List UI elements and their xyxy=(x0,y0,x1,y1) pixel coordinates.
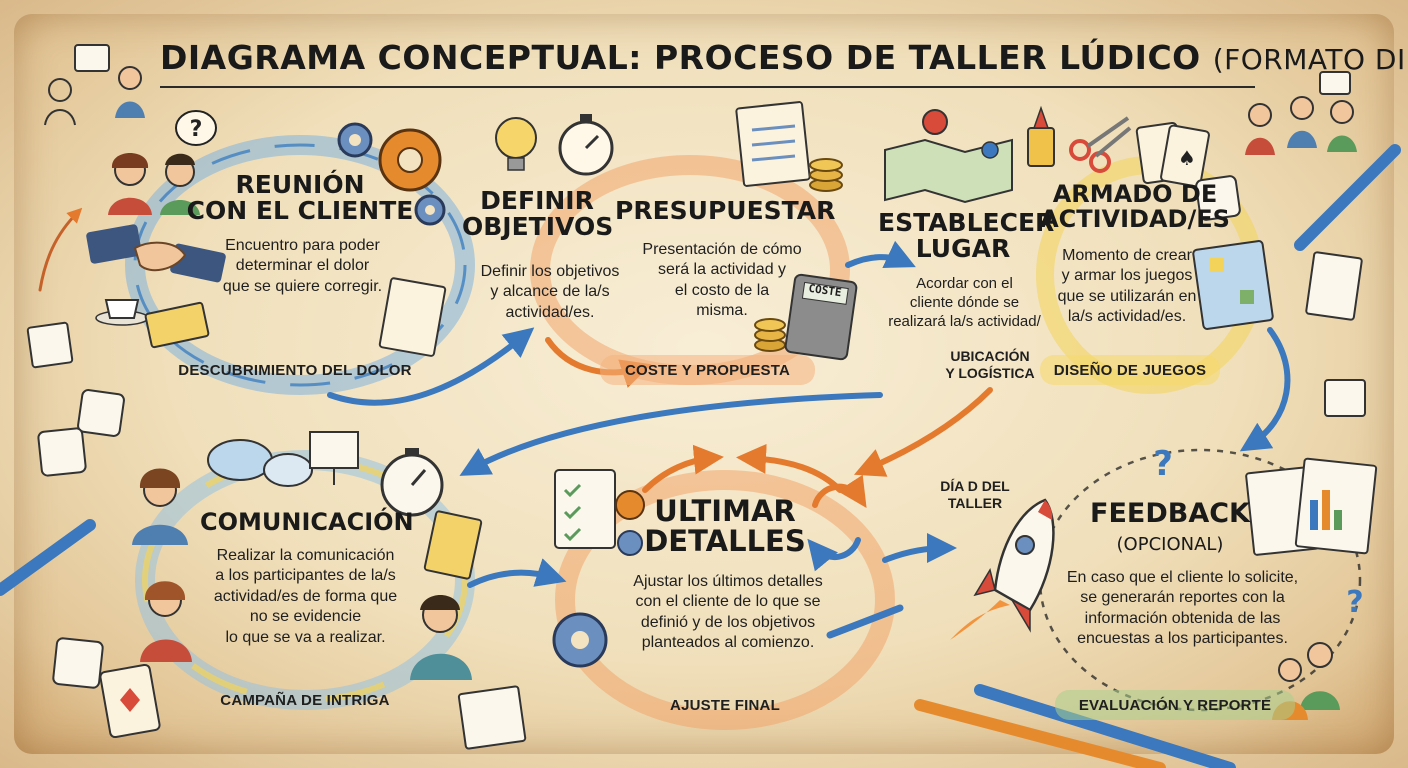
step-reunion-description: Encuentro para poder determinar el dolor… xyxy=(222,237,383,295)
arrow-comunicacion-ultimar xyxy=(467,558,567,588)
step-reunion-tag: DESCUBRIMIENTO DEL DOLOR xyxy=(178,362,412,379)
people-icon xyxy=(44,44,1357,155)
cursor-icon xyxy=(26,321,74,369)
gear-icon xyxy=(337,122,446,226)
coffee-cup-icon xyxy=(95,299,149,326)
tag-highlight xyxy=(1055,690,1295,720)
card-suit-icon xyxy=(99,663,161,739)
step-lugar-title: ESTABLECER LUGAR xyxy=(878,208,1055,264)
arrow-ultimar-loop-1 xyxy=(642,444,724,493)
step-presupuestar-title: PRESUPUESTAR xyxy=(615,196,836,225)
svg-text:♠: ♠ xyxy=(1178,146,1196,170)
step-armado-tag: DISEÑO DE JUEGOS xyxy=(1053,362,1207,379)
documents-icon xyxy=(1305,251,1366,417)
arrow-armado-feedback xyxy=(1239,327,1291,452)
notepad-icon xyxy=(423,510,483,580)
title-main: DIAGRAMA CONCEPTUAL: PROCESO DE TALLER L… xyxy=(160,38,1201,77)
title-underline xyxy=(160,86,1255,88)
gear-icon xyxy=(552,490,645,668)
notepad-icon xyxy=(144,301,210,349)
step-objetivos-title: DEFINIR OBJETIVOS xyxy=(462,186,614,242)
map-icon xyxy=(884,109,1013,204)
step-armado-description: Momento de crear y armar los juegos que … xyxy=(1057,247,1197,326)
arrow-presupuestar-lugar xyxy=(845,240,916,268)
people-icon xyxy=(1272,642,1340,720)
dice-icon xyxy=(37,175,1241,689)
cards-icon: ♠ xyxy=(1135,122,1210,188)
stopwatch-icon xyxy=(380,448,444,517)
documents-icon xyxy=(457,685,527,750)
arrow-lugar-ultimar xyxy=(853,387,993,477)
question-icon: ? ? xyxy=(1153,444,1364,620)
checklist-icon xyxy=(554,469,616,549)
flow-ring-ultimar xyxy=(555,470,895,730)
flow-ring-reunion xyxy=(125,135,475,395)
arrow-ultimar-loop-2 xyxy=(736,443,843,493)
handshake-icon xyxy=(86,224,226,283)
step-comunicacion-title: COMUNICACIÓN xyxy=(200,508,414,536)
step-ultimar-title: ULTIMAR DETALLES xyxy=(644,494,806,559)
step-ultimar-description: Ajustar los últimos detalles con el clie… xyxy=(633,573,823,652)
board-game-icon xyxy=(1192,240,1274,330)
lightbulb-icon xyxy=(495,117,537,171)
step-lugar-tag: UBICACIÓN Y LOGÍSTICA xyxy=(945,348,1035,381)
step-presupuestar-tag: COSTE Y PROPUESTA xyxy=(624,362,791,379)
step-ultimar-tag: AJUSTE FINAL xyxy=(670,697,780,714)
question-bubble-icon: ? xyxy=(175,110,217,146)
svg-text:?: ? xyxy=(1153,444,1173,484)
step-comunicacion-tag: CAMPAÑA DE INTRIGA xyxy=(220,692,390,709)
speech-bubble-icon xyxy=(207,439,313,487)
report-chart-icon xyxy=(1245,457,1378,556)
step-feedback-subtitle: (OPCIONAL) xyxy=(1116,534,1224,555)
step-presupuestar-description: Presentación de cómo será la actividad y… xyxy=(642,241,802,320)
step-reunion-title: REUNIÓN CON EL CLIENTE xyxy=(186,170,414,226)
step-lugar-description: Acordar con el cliente dónde se realizar… xyxy=(888,275,1041,331)
presentation-board-icon xyxy=(309,431,359,485)
step-feedback-description: En caso que el cliente lo solicite, se g… xyxy=(1066,569,1299,648)
pencil-icon xyxy=(0,144,1401,768)
checklist-icon xyxy=(378,277,447,357)
sync-arrows-icon xyxy=(807,474,867,572)
arrow-to-comunicacion xyxy=(459,392,883,476)
invoice-icon xyxy=(735,101,811,187)
title-suffix: (FORMATO DIBUJO) xyxy=(1212,43,1408,76)
scissors-icon xyxy=(1069,116,1132,173)
arrow-side-left xyxy=(38,207,83,292)
glue-icon xyxy=(1027,105,1055,167)
step-dia-d-title: DÍA D DEL TALLER xyxy=(940,478,1010,511)
coins-icon xyxy=(754,158,843,352)
arrow-ultimar-dia-d xyxy=(882,533,957,564)
tag-highlight xyxy=(600,355,815,385)
step-objetivos-description: Definir los objetivos y alcance de la/s … xyxy=(480,263,620,321)
client-people-icon xyxy=(108,153,200,215)
people-icon xyxy=(132,468,472,680)
step-armado-title: ARMADO DE ACTIVIDAD/ES xyxy=(1040,180,1230,234)
rocket-icon xyxy=(950,498,1055,640)
page-title: DIAGRAMA CONCEPTUAL: PROCESO DE TALLER L… xyxy=(160,38,1408,77)
stopwatch-icon xyxy=(558,114,614,176)
pencil-icon xyxy=(826,604,904,639)
step-comunicacion-description: Realizar la comunicación a los participa… xyxy=(213,547,398,646)
step-feedback-tag: EVALUACIÓN Y REPORTE xyxy=(1078,697,1272,714)
svg-text:?: ? xyxy=(190,117,203,142)
tag-highlight xyxy=(1040,355,1220,385)
svg-text:?: ? xyxy=(1346,585,1363,620)
step-feedback-title: FEEDBACK xyxy=(1090,498,1250,529)
arrow-reunion-objetivos xyxy=(327,327,535,406)
calculator-icon xyxy=(784,273,858,361)
